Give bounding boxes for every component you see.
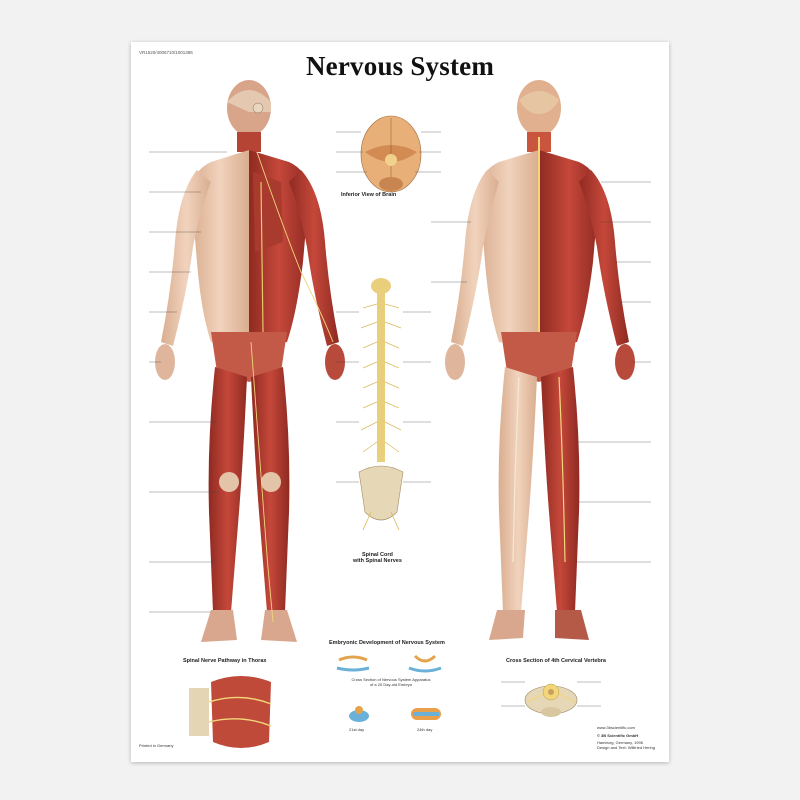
vertebra-caption: Cross Section of 4th Cervical Vertebra bbox=[506, 658, 606, 664]
poster-title: Nervous System bbox=[305, 51, 495, 81]
embryo-day24-label: 24th day bbox=[417, 727, 433, 732]
brain-caption: Inferior View of Brain bbox=[341, 192, 397, 198]
brain-illustration bbox=[360, 115, 422, 193]
thorax-illustration bbox=[189, 676, 272, 748]
web-address: www.3bscientific.com bbox=[597, 725, 636, 730]
poster-code: VR1620/4006710/1001386 bbox=[139, 50, 193, 55]
vertebra-illustration bbox=[524, 683, 578, 717]
back-figure bbox=[445, 80, 635, 640]
embryo-illustration bbox=[336, 654, 442, 722]
publisher: © 3B Scientific GmbH bbox=[597, 733, 639, 738]
anatomy-poster: VR1620/4006710/1001386 Nervous System bbox=[131, 42, 669, 762]
front-label-lines bbox=[149, 151, 227, 613]
embryonic-caption: Embryonic Development of Nervous System bbox=[329, 640, 445, 646]
front-figure bbox=[155, 80, 345, 642]
illustrations bbox=[149, 80, 651, 748]
embryo-day21-label: 21st day bbox=[349, 727, 365, 732]
publisher-sub: Hamburg, Germany, 1996 Design and Text: … bbox=[597, 740, 655, 750]
thorax-caption: Spinal Nerve Pathway in Thorax bbox=[183, 658, 267, 664]
embryo-intro-text: Cross Section of Nervous System Apparatu… bbox=[351, 677, 431, 687]
printed-note: Printed in Germany bbox=[139, 743, 174, 748]
spinal-cord-illustration bbox=[358, 278, 404, 531]
spinal-cord-caption: Spinal Cord with Spinal Nerves bbox=[353, 552, 402, 565]
